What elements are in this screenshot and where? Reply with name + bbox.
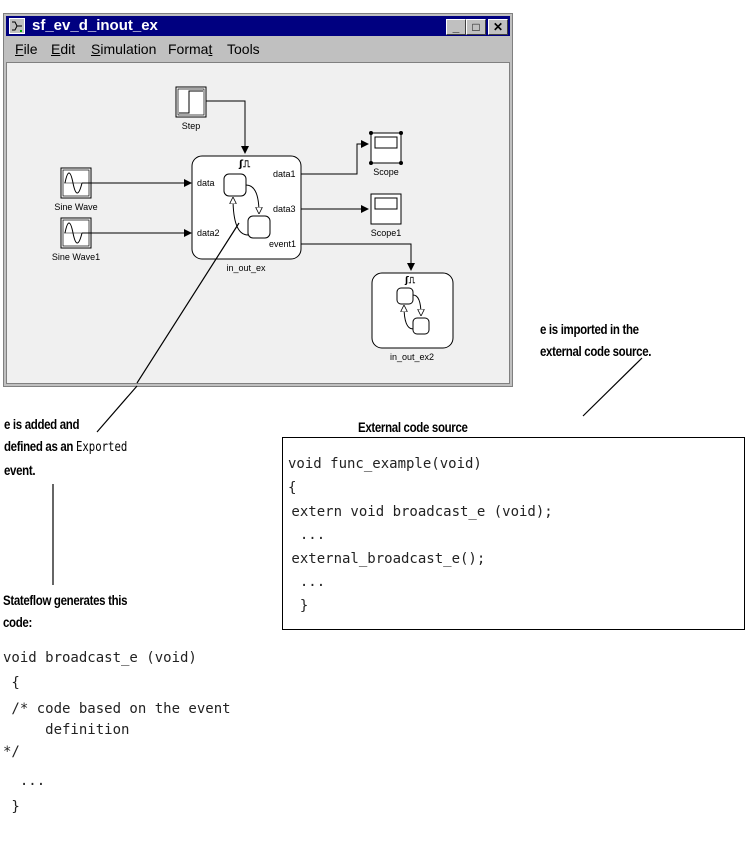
maximize-button[interactable]: □ [466, 19, 486, 35]
menu-bar: File Edit Simulation Format Tools [6, 38, 510, 60]
svg-text:ʃ⎍: ʃ⎍ [238, 159, 251, 170]
annotation-imported-line1: e is imported in the [540, 321, 639, 337]
generated-code-line: */ [3, 744, 20, 760]
external-code-heading: External code source [358, 419, 468, 435]
sine-wave-label: Sine Wave [54, 202, 98, 212]
generated-code-line: void broadcast_e (void) [3, 650, 197, 666]
chart-in-out-ex2-label: in_out_ex2 [389, 352, 435, 362]
signal-event1-to-chart2 [301, 243, 415, 271]
annotation-added-line2: defined as an Exported [4, 435, 127, 459]
external-code-box: void func_example(void) { extern void br… [282, 437, 745, 630]
generated-code-line: definition [3, 722, 130, 738]
model-window: sf_ev_d_inout_ex _ □ ✕ File Edit Simulat… [3, 13, 513, 387]
close-icon: ✕ [492, 20, 504, 34]
leader-line-added-upper [136, 222, 240, 384]
scope1-label: Scope1 [370, 228, 402, 238]
annotation-imported-line2: external code source. [540, 343, 652, 359]
annotation-imported: e is imported in the external code sourc… [540, 318, 651, 362]
step-label: Step [181, 121, 201, 131]
leader-line-imported [582, 357, 643, 417]
menu-mnemonic: E [51, 41, 61, 57]
minimize-button[interactable]: _ [446, 19, 466, 35]
port-in-data2: data2 [197, 228, 220, 238]
port-out-data3: data3 [273, 204, 296, 214]
scope-label: Scope [373, 167, 399, 177]
chart-in-out-ex-block[interactable]: ʃ⎍ [191, 155, 302, 260]
menu-format[interactable]: Format [168, 41, 213, 57]
diagram-svg: ʃ⎍ ʃ⎍ [60, 86, 454, 384]
annotation-added-line3: event. [4, 462, 36, 478]
annotation-generates-line2: code: [3, 614, 32, 630]
leader-line-added [96, 385, 138, 433]
sine-wave-block[interactable] [60, 167, 92, 199]
annotation-generates: Stateflow generates this code: [3, 589, 128, 633]
menu-mnemonic: t [208, 41, 213, 57]
generated-code-line: /* code based on the event [3, 701, 231, 717]
external-code-line: external_broadcast_e(); [283, 551, 486, 567]
step-block[interactable] [175, 86, 207, 118]
external-code-line: extern void broadcast_e (void); [283, 504, 553, 520]
svg-text:ʃ⎍: ʃ⎍ [404, 276, 416, 286]
menu-mnemonic: S [91, 41, 101, 57]
title-bar[interactable]: sf_ev_d_inout_ex _ □ ✕ [6, 16, 510, 36]
external-code-line: } [283, 598, 309, 614]
port-out-data1: data1 [273, 169, 296, 179]
menu-edit[interactable]: Edit [51, 41, 76, 57]
menu-mnemonic: F [15, 41, 24, 57]
menu-simulation[interactable]: Simulation [91, 41, 157, 57]
external-code-line: void func_example(void) [288, 456, 482, 472]
annotation-added: e is added and defined as an Exported ev… [4, 413, 127, 481]
generated-code-line: { [3, 675, 20, 691]
simulink-model-icon[interactable] [9, 18, 25, 34]
generated-code-line: } [3, 799, 20, 815]
port-out-event1: event1 [269, 239, 297, 249]
annotation-added-line1: e is added and [4, 416, 80, 432]
chart-in-out-ex2-block[interactable]: ʃ⎍ [371, 272, 454, 349]
menu-tools[interactable]: Tools [227, 41, 260, 57]
menu-file[interactable]: File [15, 41, 38, 57]
scope1-block[interactable] [370, 193, 402, 225]
exported-keyword: Exported [75, 440, 128, 455]
signal-data1-to-scope [301, 140, 369, 175]
generated-code-line: ... [3, 773, 46, 789]
external-code-line: ... [283, 527, 326, 543]
annotation-generates-line1: Stateflow generates this [3, 592, 128, 608]
signal-step-to-chart [206, 100, 249, 154]
window-title: sf_ev_d_inout_ex [32, 17, 158, 34]
scope-block[interactable] [369, 131, 403, 165]
external-code-line: ... [283, 574, 326, 590]
annotation-added-prefix: defined as an [4, 438, 76, 454]
sine-wave1-label: Sine Wave1 [51, 252, 101, 262]
port-in-data: data [197, 178, 215, 188]
minimize-icon: _ [452, 20, 460, 34]
chart-in-out-ex-label: in_out_ex [226, 263, 266, 273]
external-code-line: { [288, 480, 297, 496]
model-canvas[interactable]: ʃ⎍ ʃ⎍ [6, 62, 510, 384]
maximize-icon: □ [472, 20, 480, 34]
close-button[interactable]: ✕ [488, 19, 508, 35]
